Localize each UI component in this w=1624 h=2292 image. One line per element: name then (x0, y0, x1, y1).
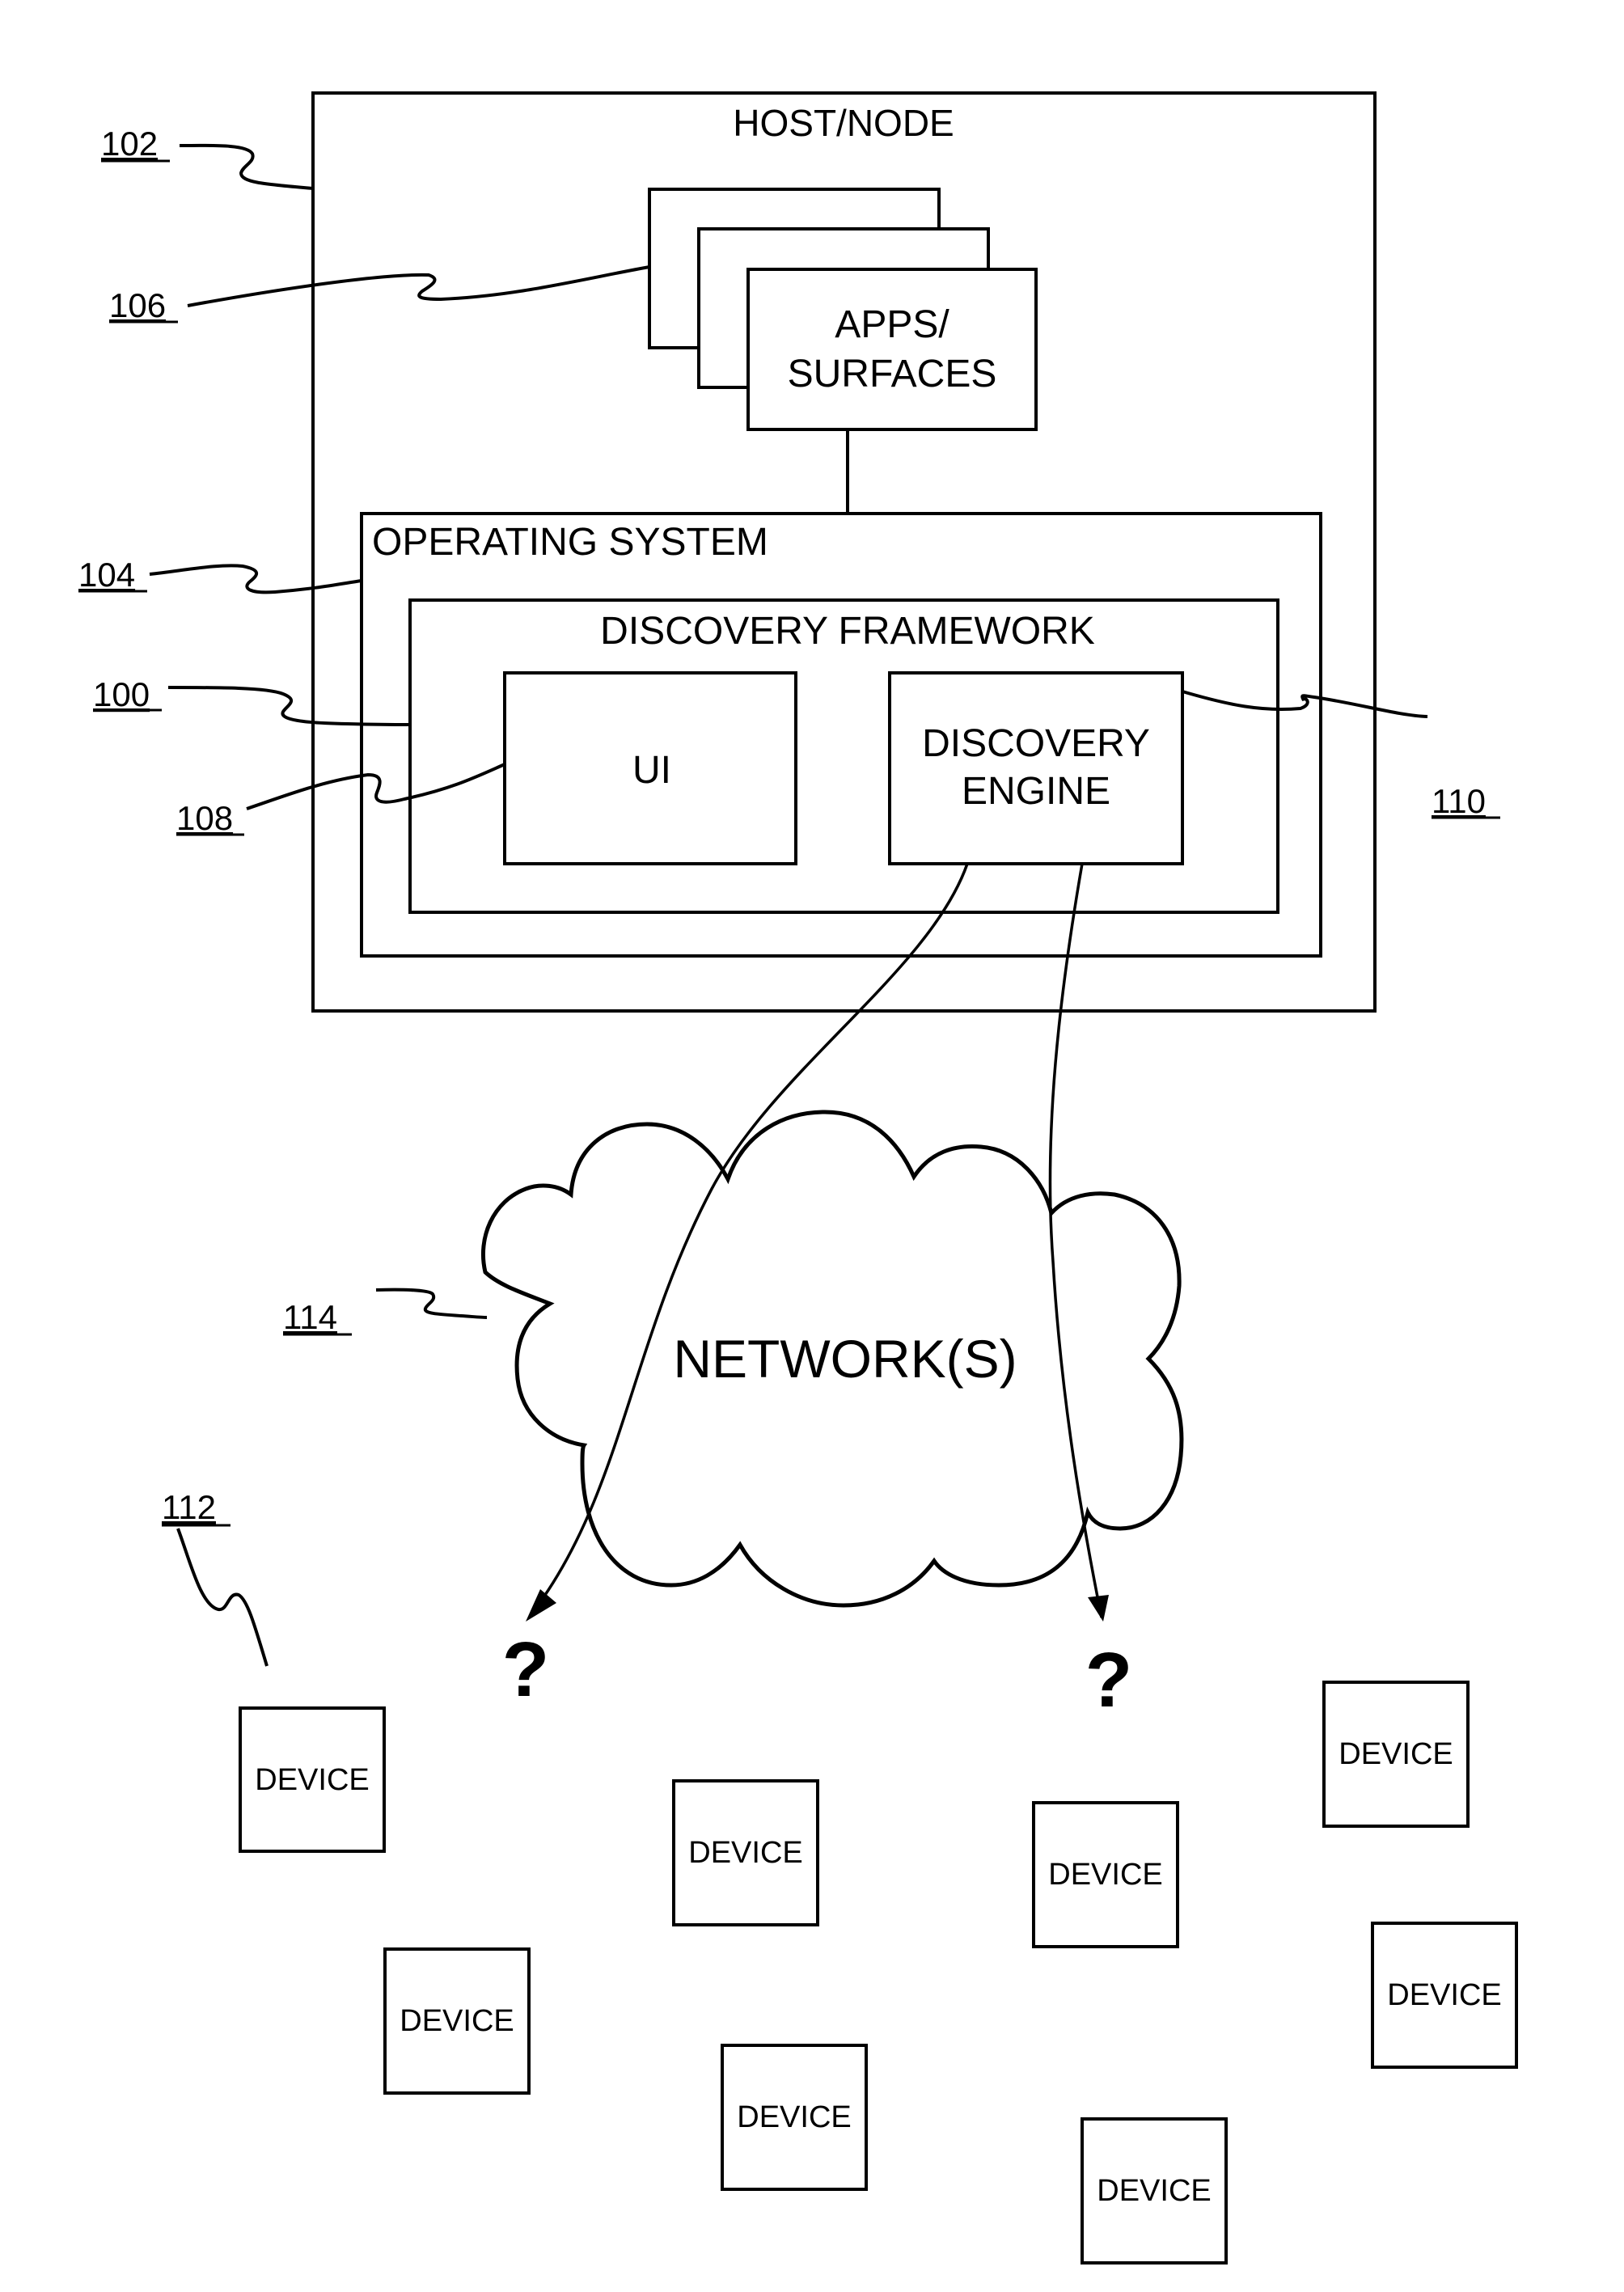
ui-box: UI (505, 673, 796, 864)
app-surface-front (748, 269, 1036, 429)
apps-label-line1: APPS/ (835, 303, 949, 346)
device-3: DEVICE (674, 1781, 818, 1925)
device-label: DEVICE (737, 2100, 851, 2134)
unknown-device-mark-left: ? (502, 1626, 550, 1713)
ref-label-106: 106 (109, 286, 166, 324)
network-cloud: NETWORK(S) (483, 1112, 1181, 1605)
device-8: DEVICE (1372, 1923, 1516, 2067)
leader-line-102 (180, 146, 313, 188)
device-label: DEVICE (688, 1836, 802, 1870)
device-label: DEVICE (255, 1763, 369, 1797)
device-label: DEVICE (1339, 1737, 1453, 1771)
device-5: DEVICE (1034, 1803, 1178, 1947)
device-6: DEVICE (1082, 2119, 1226, 2263)
device-label: DEVICE (1097, 2174, 1211, 2208)
device-label: DEVICE (1048, 1858, 1162, 1892)
discovery-engine-label-line1: DISCOVERY (922, 722, 1150, 765)
ui-label: UI (632, 749, 671, 792)
ref-label-108: 108 (176, 799, 233, 837)
ref-label-114: 114 (283, 1298, 337, 1336)
ref-label-110: 110 (1432, 782, 1486, 820)
discovery-engine-box: DISCOVERY ENGINE (890, 673, 1182, 864)
ref-label-100: 100 (93, 675, 150, 713)
discovery-framework-label: DISCOVERY FRAMEWORK (600, 610, 1095, 653)
ref-label-112: 112 (162, 1488, 216, 1526)
device-2: DEVICE (385, 1949, 529, 2093)
device-label: DEVICE (1387, 1978, 1501, 2012)
host-node-label: HOST/NODE (733, 102, 954, 144)
ref-114: 114 (283, 1290, 487, 1336)
network-label: NETWORK(S) (673, 1329, 1017, 1389)
ref-label-102: 102 (101, 125, 158, 163)
leader-line-112 (178, 1529, 267, 1666)
device-label: DEVICE (400, 2004, 514, 2038)
ref-102: 102 (101, 125, 313, 188)
ref-label-104: 104 (78, 556, 135, 594)
apps-label-line2: SURFACES (788, 353, 997, 395)
operating-system-label: OPERATING SYSTEM (372, 521, 768, 564)
device-1: DEVICE (240, 1708, 384, 1851)
ref-112: 112 (162, 1488, 267, 1666)
unknown-device-mark-right: ? (1085, 1637, 1133, 1723)
device-4: DEVICE (722, 2045, 866, 2189)
discovery-engine-label-line2: ENGINE (962, 770, 1110, 813)
device-7: DEVICE (1324, 1682, 1468, 1826)
leader-line-114 (376, 1290, 487, 1317)
